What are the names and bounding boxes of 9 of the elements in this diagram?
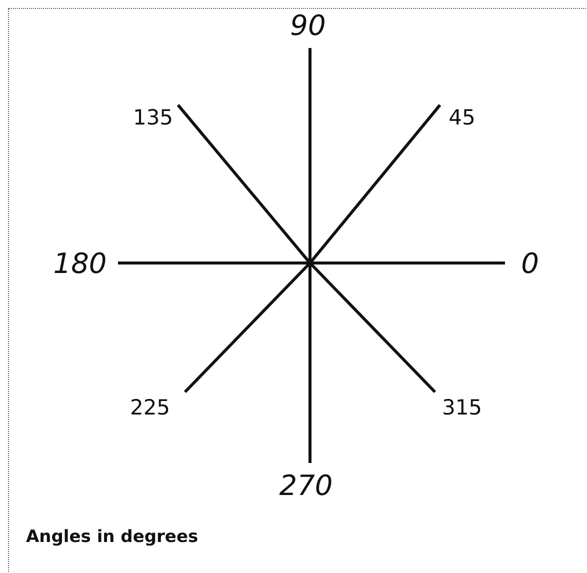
angle-label: 270 (279, 472, 333, 500)
angle-label: 45 (448, 108, 476, 128)
angle-label: 180 (53, 250, 107, 278)
caption: Angles in degrees (26, 527, 198, 547)
angle-label: 90 (290, 12, 326, 40)
angle-label: 225 (130, 398, 170, 418)
angle-label: 315 (442, 398, 482, 418)
angle-label: 135 (132, 108, 174, 128)
angle-label: 0 (521, 250, 539, 278)
